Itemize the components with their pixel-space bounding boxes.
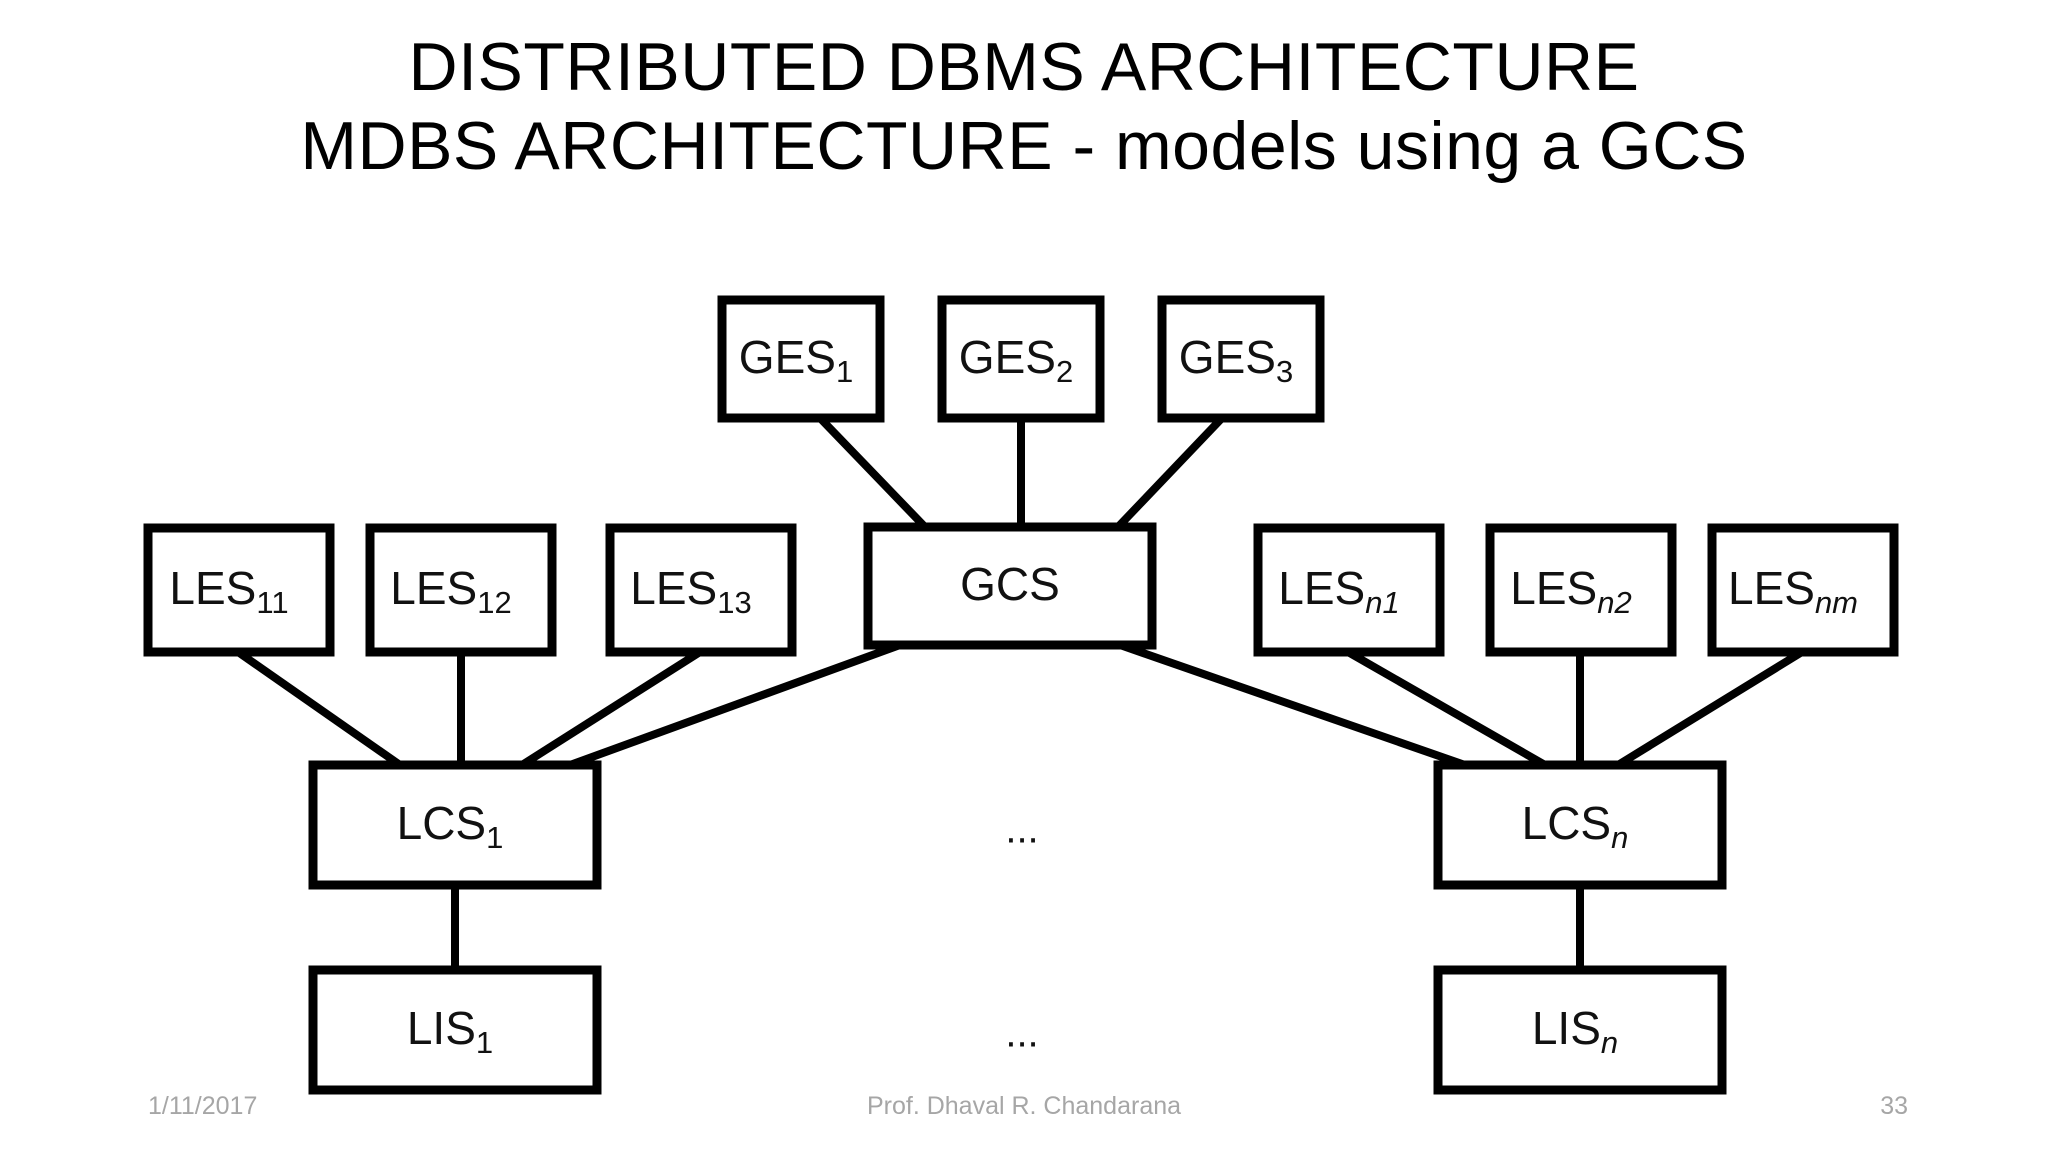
node-label-ges1: GES1 <box>739 331 853 389</box>
node-les13: LES13 <box>605 523 797 657</box>
node-lesnm: LESnm <box>1707 523 1899 657</box>
page-title: DISTRIBUTED DBMS ARCHITECTURE MDBS ARCHI… <box>0 28 2048 186</box>
node-label-lis1: LIS1 <box>407 1002 493 1060</box>
node-box-ges3 <box>1157 295 1325 423</box>
node-box-lesnm <box>1707 523 1899 657</box>
title-line-1: DISTRIBUTED DBMS ARCHITECTURE <box>408 29 1640 105</box>
slide-footer: 1/11/2017 Prof. Dhaval R. Chandarana 33 <box>0 1092 2048 1138</box>
node-label-les13: LES13 <box>630 562 751 620</box>
node-box-lisn <box>1433 965 1727 1095</box>
node-ges2: GES2 <box>937 295 1105 423</box>
footer-page-number: 33 <box>1880 1092 1908 1120</box>
node-les12: LES12 <box>365 523 557 657</box>
node-label-les12: LES12 <box>390 562 511 620</box>
node-label-lesn2: LESn2 <box>1510 562 1631 620</box>
edge-les13-to-lcs1 <box>519 648 703 769</box>
node-box-les11 <box>143 523 335 657</box>
node-label-lesn1: LESn1 <box>1278 562 1399 620</box>
node-box-gcs <box>863 522 1157 650</box>
node-lesn1: LESn1 <box>1253 523 1445 657</box>
edge-gcs-to-lcs1 <box>568 641 902 769</box>
node-label-ges3: GES3 <box>1179 331 1293 389</box>
footer-date: 1/11/2017 <box>148 1092 258 1120</box>
node-box-ges2 <box>937 295 1105 423</box>
edge-les11-to-lcs1 <box>235 648 403 769</box>
node-lisn: LISn <box>1433 965 1727 1095</box>
node-label-ges2: GES2 <box>959 331 1073 389</box>
ellipsis-middle-lis: ... <box>1005 1012 1038 1056</box>
edge-lesn1-to-lcsn <box>1346 648 1547 769</box>
node-label-lisn: LISn <box>1532 1002 1618 1060</box>
node-label-lcs1: LCS1 <box>397 797 504 855</box>
edge-ges1-to-gcs <box>817 415 928 530</box>
node-box-lesn1 <box>1253 523 1445 657</box>
node-lis1: LIS1 <box>308 965 602 1095</box>
title-line-2: MDBS ARCHITECTURE - models using a GCS <box>300 107 1748 184</box>
node-label-les11: LES11 <box>169 562 288 620</box>
node-box-ges1 <box>717 295 885 423</box>
node-label-gcs: GCS <box>960 558 1060 610</box>
node-label-lcsn: LCSn <box>1522 797 1629 855</box>
node-lcsn: LCSn <box>1433 760 1727 890</box>
node-box-lcsn <box>1433 760 1727 890</box>
footer-author: Prof. Dhaval R. Chandarana <box>866 1092 1182 1120</box>
node-box-les13 <box>605 523 797 657</box>
node-box-lcs1 <box>308 760 602 890</box>
edge-gcs-to-lcsn <box>1118 641 1467 769</box>
node-box-les12 <box>365 523 557 657</box>
ellipsis-middle-lcs: ... <box>1005 808 1038 852</box>
node-ges1: GES1 <box>717 295 885 423</box>
node-gcs: GCS <box>863 522 1157 650</box>
edges-group <box>235 415 1805 970</box>
edge-ges3-to-gcs <box>1115 415 1225 530</box>
node-box-lesn2 <box>1485 523 1677 657</box>
node-lesn2: LESn2 <box>1485 523 1677 657</box>
node-les11: LES11 <box>143 523 335 657</box>
node-lcs1: LCS1 <box>308 760 602 890</box>
node-ges3: GES3 <box>1157 295 1325 423</box>
node-label-lesnm: LESnm <box>1728 562 1858 620</box>
ellipsis-group: ...... <box>1005 808 1038 1056</box>
edge-lesnm-to-lcsn <box>1615 648 1805 769</box>
node-box-lis1 <box>308 965 602 1095</box>
